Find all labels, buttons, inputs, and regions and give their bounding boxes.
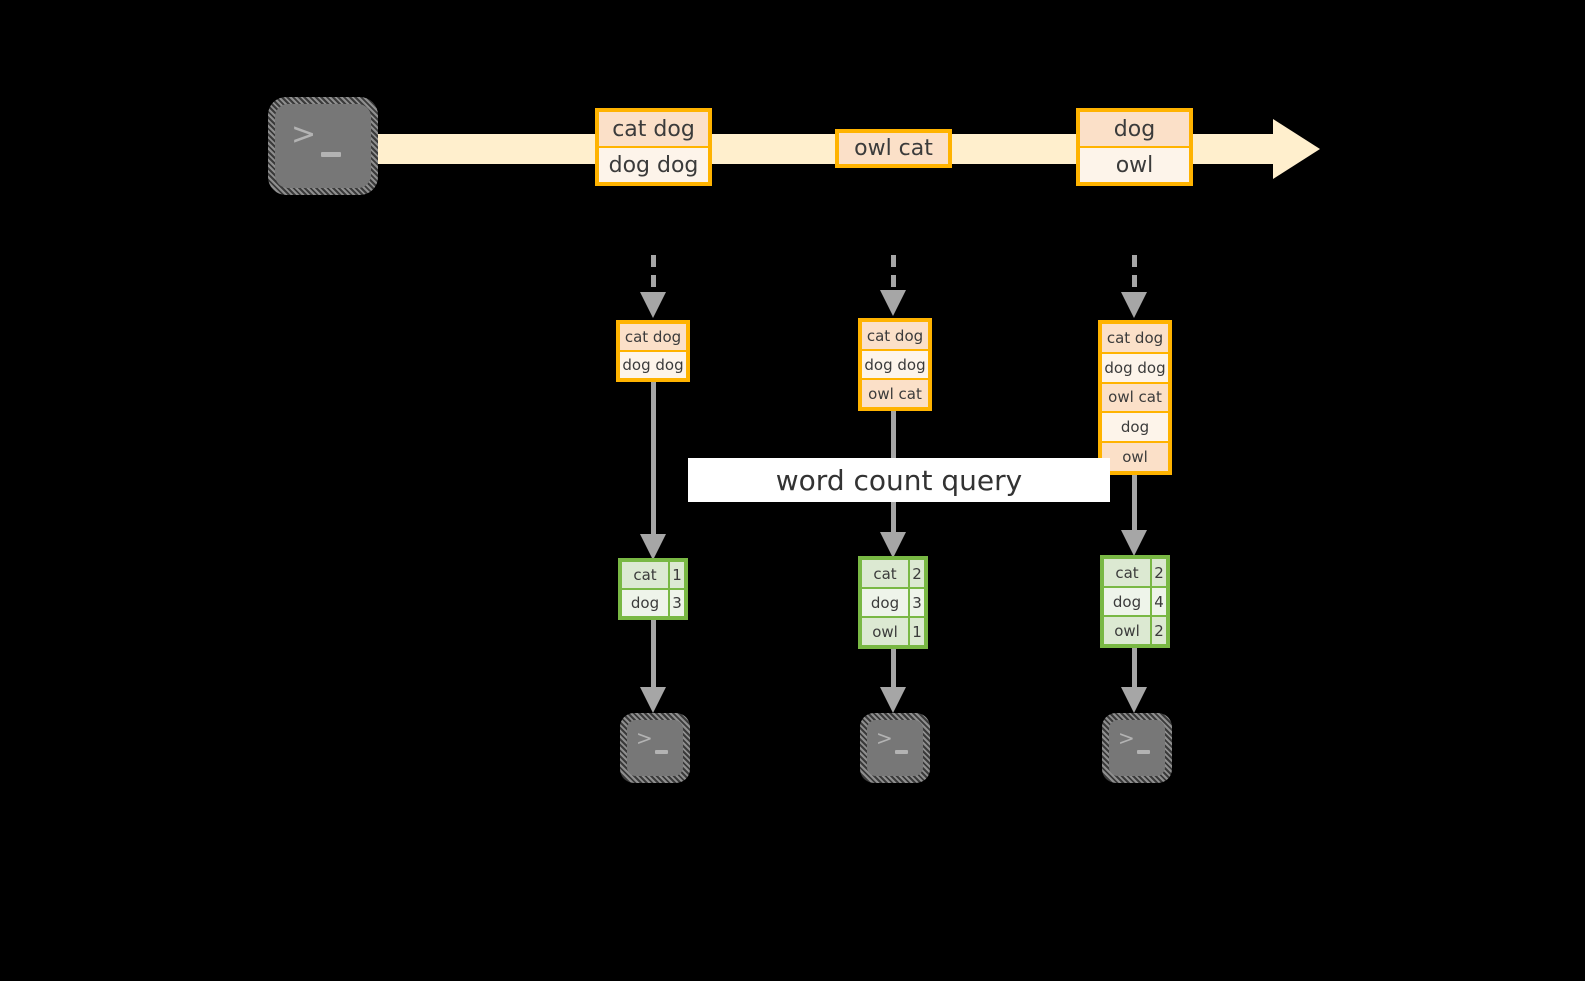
cursor-glyph — [895, 750, 908, 754]
cursor-glyph — [655, 750, 668, 754]
snapshot-3-result-table[interactable]: cat 2 dog 4 owl 2 — [1100, 555, 1170, 648]
snapshot-3-input-table[interactable]: cat dog dog dog owl cat dog owl — [1098, 320, 1172, 475]
record-line: owl cat — [838, 132, 949, 165]
result-word: dog — [861, 588, 909, 617]
result-word: dog — [621, 589, 669, 617]
input-line: owl cat — [861, 379, 929, 408]
result-word: cat — [861, 559, 909, 588]
result-count: 1 — [909, 617, 925, 646]
flow-line — [1132, 475, 1137, 535]
result-word: dog — [1103, 587, 1151, 616]
record-line: dog dog — [598, 147, 709, 183]
dashed-arrow-down-icon — [651, 255, 656, 293]
arrow-down-head-icon — [880, 290, 906, 316]
result-count: 3 — [669, 589, 685, 617]
result-word: owl — [861, 617, 909, 646]
input-line: dog dog — [861, 350, 929, 379]
arrow-down-head-icon — [640, 534, 666, 560]
dashed-arrow-down-icon — [1132, 255, 1137, 293]
input-line: cat dog — [1101, 323, 1169, 353]
producer-terminal-icon[interactable]: > — [268, 97, 378, 195]
record-line: dog — [1079, 111, 1190, 147]
flow-line — [1132, 648, 1137, 690]
input-line: cat dog — [619, 323, 687, 351]
arrow-down-head-icon — [1121, 687, 1147, 713]
result-count: 2 — [1151, 616, 1167, 645]
consumer-terminal-icon-1[interactable]: > — [620, 713, 690, 783]
input-line: dog dog — [1101, 352, 1169, 383]
prompt-glyph: > — [876, 726, 893, 750]
cursor-glyph — [1137, 750, 1150, 754]
result-count: 1 — [669, 561, 685, 589]
snapshot-2-input-table[interactable]: cat dog dog dog owl cat — [858, 318, 932, 411]
table-row: owl 1 — [861, 617, 925, 646]
table-row: dog 3 — [861, 588, 925, 617]
record-line: owl — [1079, 147, 1190, 183]
query-label-band: word count query — [688, 458, 1110, 502]
flow-line — [891, 649, 896, 690]
input-line: dog dog — [619, 351, 687, 379]
input-line: dog — [1101, 412, 1169, 443]
snapshot-1-result-table[interactable]: cat 1 dog 3 — [618, 558, 688, 620]
result-count: 3 — [909, 588, 925, 617]
table-row: cat 2 — [861, 559, 925, 588]
table-row: dog 4 — [1103, 587, 1167, 616]
flow-line — [651, 620, 656, 690]
table-row: owl 2 — [1103, 616, 1167, 645]
result-word: cat — [1103, 558, 1151, 587]
table-row: cat 2 — [1103, 558, 1167, 587]
input-line: cat dog — [861, 321, 929, 350]
result-word: owl — [1103, 616, 1151, 645]
prompt-glyph: > — [291, 117, 317, 152]
prompt-glyph: > — [1118, 726, 1135, 750]
stream-record-3[interactable]: dog owl — [1076, 108, 1193, 186]
result-count: 4 — [1151, 587, 1167, 616]
consumer-terminal-icon-3[interactable]: > — [1102, 713, 1172, 783]
input-line: owl cat — [1101, 382, 1169, 413]
arrow-down-head-icon — [880, 532, 906, 558]
result-count: 2 — [909, 559, 925, 588]
result-word: cat — [621, 561, 669, 589]
query-label: word count query — [775, 463, 1023, 497]
flow-line — [651, 382, 656, 538]
snapshot-1-input-table[interactable]: cat dog dog dog — [616, 320, 690, 382]
arrow-down-head-icon — [640, 292, 666, 318]
arrow-down-head-icon — [640, 687, 666, 713]
record-line: cat dog — [598, 111, 709, 147]
input-line: owl — [1101, 442, 1169, 472]
snapshot-2-result-table[interactable]: cat 2 dog 3 owl 1 — [858, 556, 928, 649]
dashed-arrow-down-icon — [891, 255, 896, 293]
stream-record-1[interactable]: cat dog dog dog — [595, 108, 712, 186]
prompt-glyph: > — [636, 726, 653, 750]
result-count: 2 — [1151, 558, 1167, 587]
cursor-glyph — [321, 152, 341, 157]
table-row: dog 3 — [621, 589, 685, 617]
arrow-down-head-icon — [1121, 530, 1147, 556]
table-row: cat 1 — [621, 561, 685, 589]
arrow-down-head-icon — [880, 687, 906, 713]
consumer-terminal-icon-2[interactable]: > — [860, 713, 930, 783]
stream-record-2[interactable]: owl cat — [835, 129, 952, 168]
stream-arrow-icon — [1273, 119, 1320, 179]
arrow-down-head-icon — [1121, 292, 1147, 318]
